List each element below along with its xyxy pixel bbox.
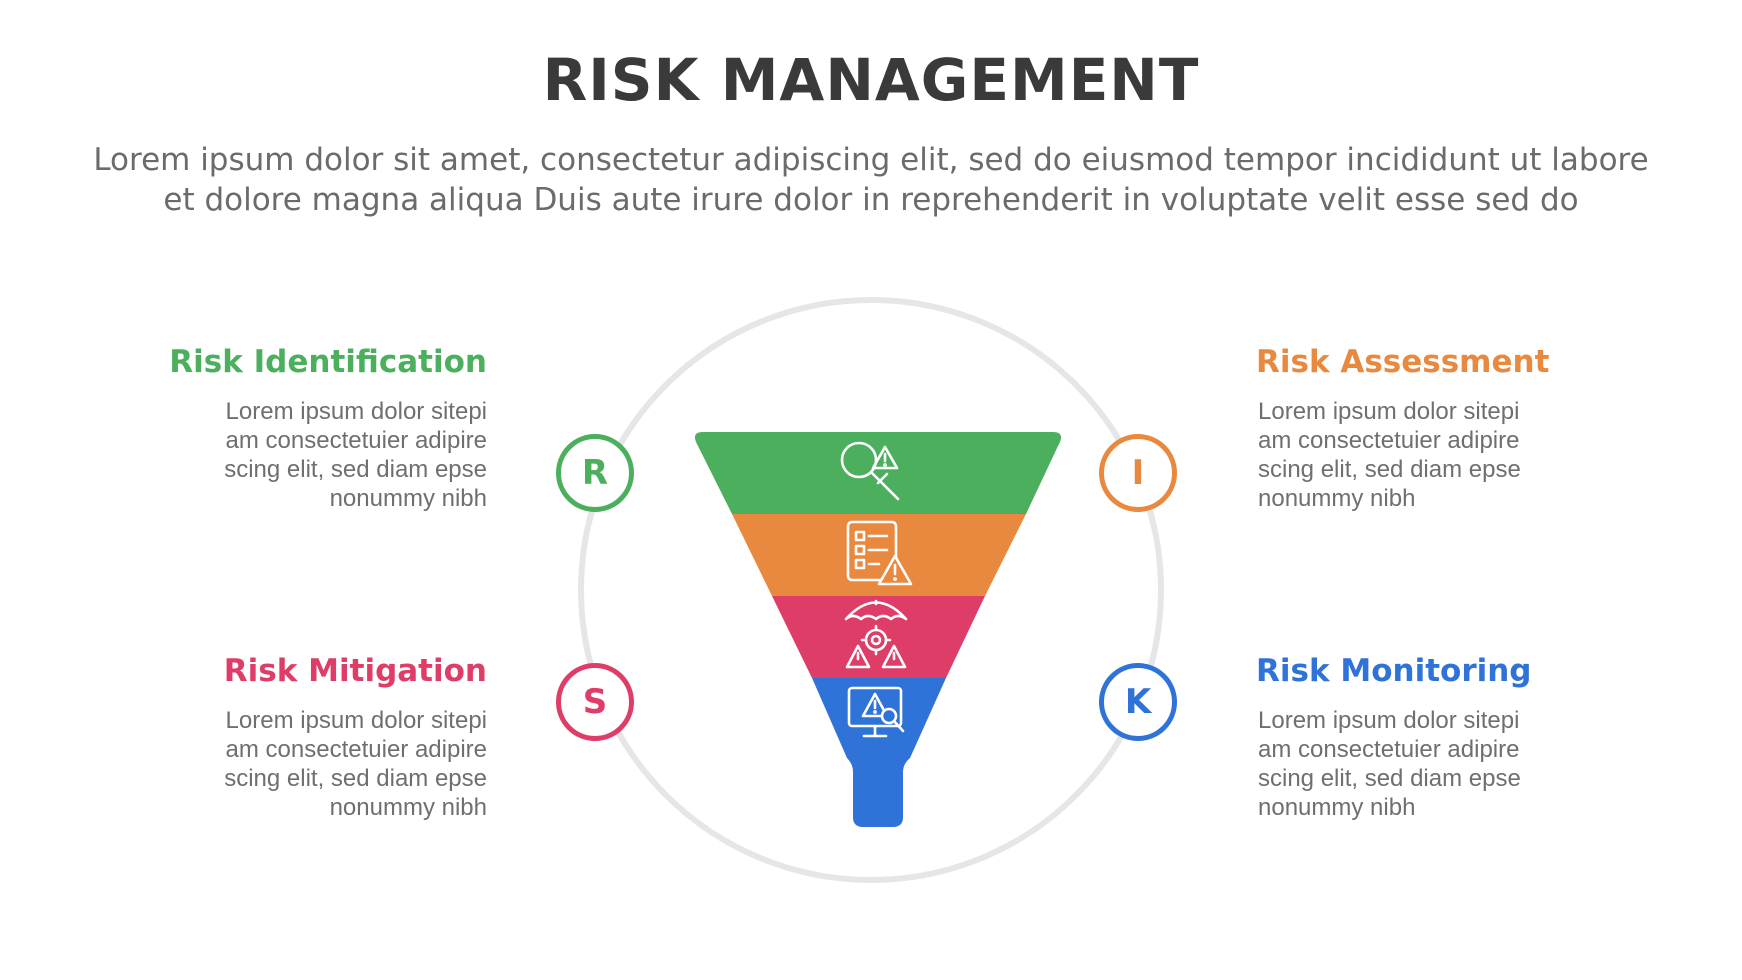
description-line: nonummy nibh xyxy=(1258,794,1416,821)
description-line: scing elit, sed diam epse xyxy=(224,765,487,792)
description-line: Lorem ipsum dolor sitepi xyxy=(1258,398,1520,425)
step-letter-mitigation: S xyxy=(556,663,634,741)
step-description-monitoring: Lorem ipsum dolor sitepi am consectetuie… xyxy=(1258,706,1521,822)
subtitle-line: et dolore magna aliqua Duis aute irure d… xyxy=(163,182,1579,218)
description-line: nonummy nibh xyxy=(329,794,487,821)
description-line: am consectetuier adipire xyxy=(1258,736,1520,763)
description-line: scing elit, sed diam epse xyxy=(1258,456,1521,483)
funnel-layer-assessment xyxy=(732,514,1026,596)
page-title: RISK MANAGEMENT xyxy=(542,46,1200,114)
step-description-assessment: Lorem ipsum dolor sitepi am consectetuie… xyxy=(1258,397,1521,513)
step-letter-assessment: I xyxy=(1099,434,1177,512)
step-letter-identification: R xyxy=(556,434,634,512)
description-line: Lorem ipsum dolor sitepi xyxy=(1258,707,1520,734)
step-heading-assessment: Risk Assessment xyxy=(1256,344,1550,380)
umbrella-gear-warning-icon xyxy=(844,599,908,669)
step-heading-mitigation: Risk Mitigation xyxy=(223,653,487,689)
description-line: am consectetuier adipire xyxy=(225,427,487,454)
step-description-mitigation: Lorem ipsum dolor sitepi am consectetuie… xyxy=(224,706,487,822)
funnel-layer-monitoring xyxy=(812,678,946,827)
funnel-layer-identification xyxy=(694,432,1062,514)
step-heading-identification: Risk Identification xyxy=(169,344,487,380)
subtitle-line: Lorem ipsum dolor sit amet, consectetur … xyxy=(93,142,1649,178)
checklist-warning-icon xyxy=(846,520,913,586)
description-line: scing elit, sed diam epse xyxy=(1258,765,1521,792)
page-subtitle: Lorem ipsum dolor sit amet, consectetur … xyxy=(60,140,1682,220)
description-line: Lorem ipsum dolor sitepi xyxy=(225,398,487,425)
description-line: nonummy nibh xyxy=(1258,485,1416,512)
description-line: scing elit, sed diam epse xyxy=(224,456,487,483)
description-line: am consectetuier adipire xyxy=(1258,427,1520,454)
step-heading-monitoring: Risk Monitoring xyxy=(1256,653,1532,689)
step-description-identification: Lorem ipsum dolor sitepi am consectetuie… xyxy=(224,397,487,513)
description-line: nonummy nibh xyxy=(329,485,487,512)
background-ring xyxy=(578,297,1164,883)
step-letter-monitoring: K xyxy=(1099,663,1177,741)
description-line: am consectetuier adipire xyxy=(225,736,487,763)
magnifier-warning-icon xyxy=(840,441,900,501)
monitor-warning-icon xyxy=(847,686,905,738)
description-line: Lorem ipsum dolor sitepi xyxy=(225,707,487,734)
